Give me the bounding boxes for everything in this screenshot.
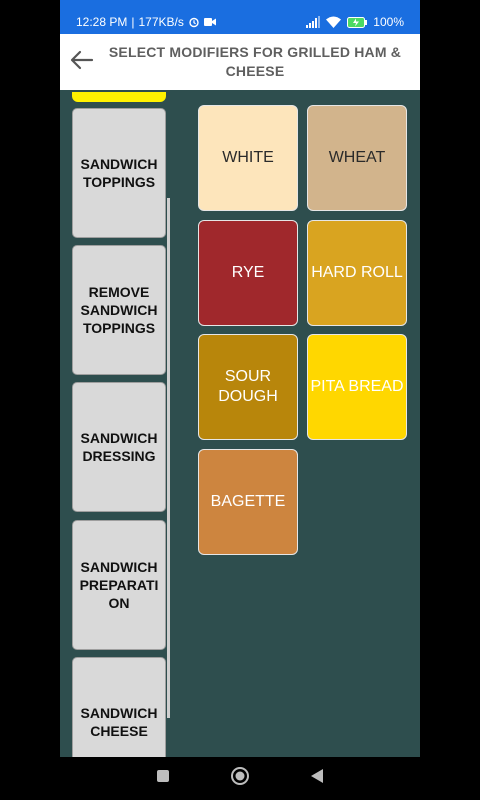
category-sandwich-dressing[interactable]: SANDWICH DRESSING (72, 382, 166, 512)
signal-icon (306, 16, 321, 28)
back-button[interactable] (60, 34, 104, 90)
status-left: 12:28 PM | 177KB/s (76, 15, 217, 29)
option-rye[interactable]: RYE (198, 220, 298, 326)
recent-apps-button[interactable] (156, 769, 170, 788)
category-sandwich-cheese[interactable]: SANDWICH CHEESE (72, 657, 166, 757)
battery-icon (347, 16, 368, 28)
option-wheat[interactable]: WHEAT (307, 105, 407, 211)
option-white[interactable]: WHITE (198, 105, 298, 211)
option-pita-bread[interactable]: PITA BREAD (307, 334, 407, 440)
main-panel: SANDWICH TOPPINGS REMOVE SANDWICH TOPPIN… (60, 90, 420, 757)
category-list[interactable]: SANDWICH TOPPINGS REMOVE SANDWICH TOPPIN… (72, 90, 168, 757)
option-bagette[interactable]: BAGETTE (198, 449, 298, 555)
category-sandwich-toppings[interactable]: SANDWICH TOPPINGS (72, 108, 166, 238)
page-title: SELECT MODIFIERS FOR GRILLED HAM & CHEES… (108, 44, 402, 79)
back-nav-button[interactable] (310, 768, 324, 789)
category-scrollbar[interactable] (167, 198, 170, 718)
app-header: SELECT MODIFIERS FOR GRILLED HAM & CHEES… (60, 34, 420, 90)
selected-category-indicator (72, 92, 166, 102)
option-sour-dough[interactable]: SOUR DOUGH (198, 334, 298, 440)
category-sandwich-preparation[interactable]: SANDWICH PREPARATI ON (72, 520, 166, 650)
status-network-speed: 177KB/s (138, 15, 184, 29)
battery-percent: 100% (373, 15, 404, 29)
arrow-left-icon (70, 50, 94, 75)
wifi-icon (326, 16, 342, 28)
status-right: 100% (306, 15, 404, 29)
system-nav-bar (0, 757, 480, 800)
status-time: 12:28 PM (76, 15, 128, 29)
status-separator: | (131, 15, 135, 29)
home-button[interactable] (230, 766, 250, 791)
category-remove-sandwich-toppings[interactable]: REMOVE SANDWICH TOPPINGS (72, 245, 166, 375)
option-hard-roll[interactable]: HARD ROLL (307, 220, 407, 326)
video-camera-icon (203, 17, 217, 27)
alarm-icon (188, 16, 200, 28)
